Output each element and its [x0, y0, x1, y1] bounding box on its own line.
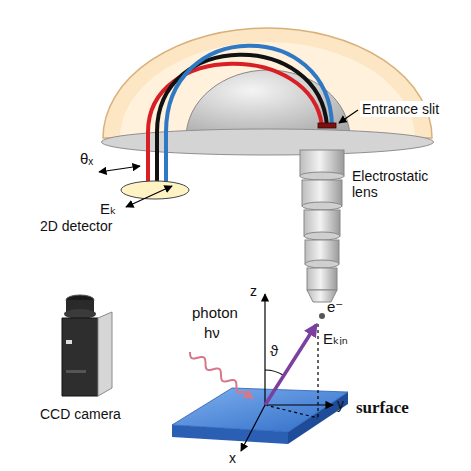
entrance-slit: [339, 110, 358, 123]
axis-symbol: Eₖ: [100, 200, 116, 217]
coordinate-axes: [265, 405, 318, 418]
axis-name: z: [250, 283, 257, 299]
analyzer-hemisphere: [102, 129, 434, 155]
ccd-camera: [66, 340, 72, 344]
analyzer-hemisphere: [186, 70, 350, 138]
sample-slab: [172, 388, 348, 432]
trajectory-arcs: [166, 46, 332, 186]
lens-column: [300, 150, 344, 302]
sample-slab: [172, 388, 348, 444]
photon-wave: [190, 352, 252, 398]
axis-symbol: θₓ: [80, 150, 93, 167]
entrance-slit: [318, 123, 336, 128]
ccd-camera: [66, 370, 86, 373]
trajectory-arcs: [148, 46, 332, 186]
lens-column: [307, 268, 337, 290]
lens-column: [305, 260, 339, 268]
lens-column: [300, 172, 344, 180]
part-label: 2D detector: [40, 218, 112, 234]
part-label: CCD camera: [40, 406, 121, 422]
ccd-camera: [62, 295, 112, 396]
angle-symbol: ϑ: [270, 342, 278, 359]
coordinate-axes: [265, 404, 333, 405]
lens-column: [302, 202, 342, 210]
axis-name: x: [229, 450, 236, 466]
electron-arrow: [265, 313, 325, 405]
electron-arrow: [265, 325, 316, 405]
detector-disc: [126, 186, 172, 207]
part-label: Electrostatic lens: [352, 168, 452, 200]
coordinate-axes: [265, 370, 284, 376]
part-label: surface: [356, 398, 409, 418]
photon-wave: [190, 352, 252, 398]
part-label: Entrance slit: [360, 101, 441, 117]
electron-arrow: [319, 313, 325, 319]
electron-symbol: e⁻: [327, 298, 343, 315]
trajectory-arcs: [157, 55, 327, 186]
photon-symbol: hν: [204, 324, 220, 341]
coordinate-axes: [241, 294, 333, 451]
ccd-camera: [98, 312, 112, 396]
energy-symbol: Eₖᵢₙ: [323, 330, 348, 347]
detector-disc: [121, 181, 189, 199]
coordinate-axes: [264, 294, 265, 405]
coordinate-axes: [317, 324, 318, 418]
analyzer-hemisphere: [103, 28, 432, 138]
detector-disc: [99, 166, 140, 172]
ccd-camera: [62, 318, 98, 396]
entrance-slit: [318, 110, 358, 128]
coordinate-axes: [241, 405, 265, 451]
photon-label: photon: [192, 304, 238, 321]
axis-name: y: [337, 396, 344, 412]
lens-column: [304, 232, 340, 240]
